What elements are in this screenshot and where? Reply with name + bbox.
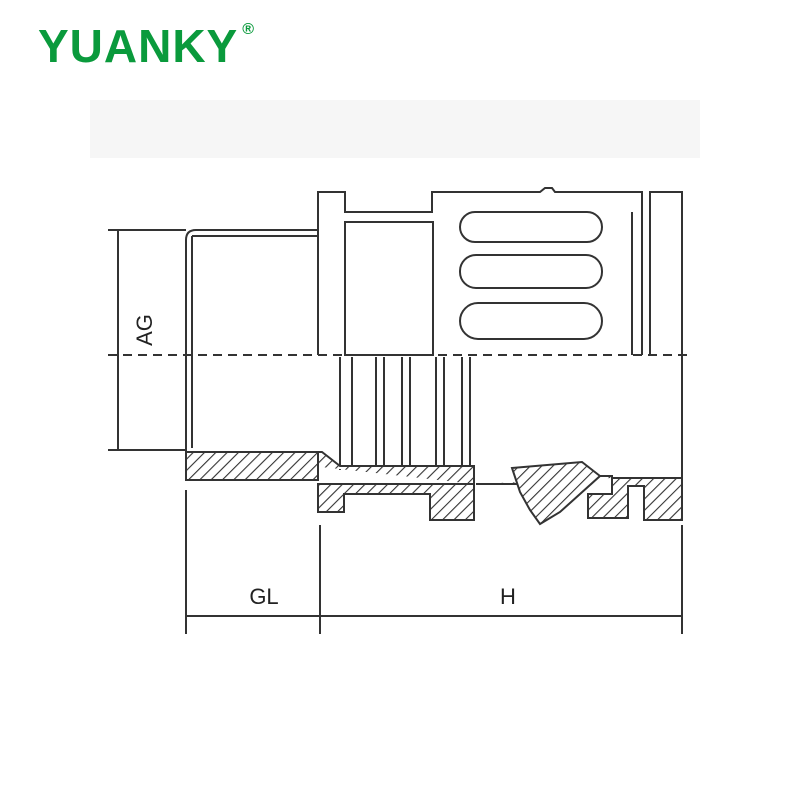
window-frame — [344, 221, 434, 356]
dimension-gl-h — [185, 490, 683, 634]
spigot-outline — [185, 229, 318, 452]
body-outline — [317, 187, 643, 355]
section-spigot — [185, 451, 319, 481]
dimension-label-ag: AG — [132, 314, 157, 346]
nut-outline — [649, 191, 683, 355]
section-body — [186, 451, 475, 521]
fitting-outline — [185, 187, 683, 520]
dimension-label-gl: GL — [249, 584, 278, 609]
slot-2 — [459, 254, 603, 289]
dimension-label-h: H — [500, 584, 516, 609]
brand-name: YUANKY — [38, 20, 239, 72]
slot-3 — [459, 302, 603, 340]
brand-logo: YUANKY ® — [38, 18, 254, 74]
header-band — [90, 100, 700, 158]
cross-section — [185, 451, 683, 526]
registered-mark: ® — [242, 21, 255, 38]
slot-1 — [459, 211, 603, 243]
section-claw — [510, 460, 602, 526]
dimension-ag — [108, 229, 186, 451]
